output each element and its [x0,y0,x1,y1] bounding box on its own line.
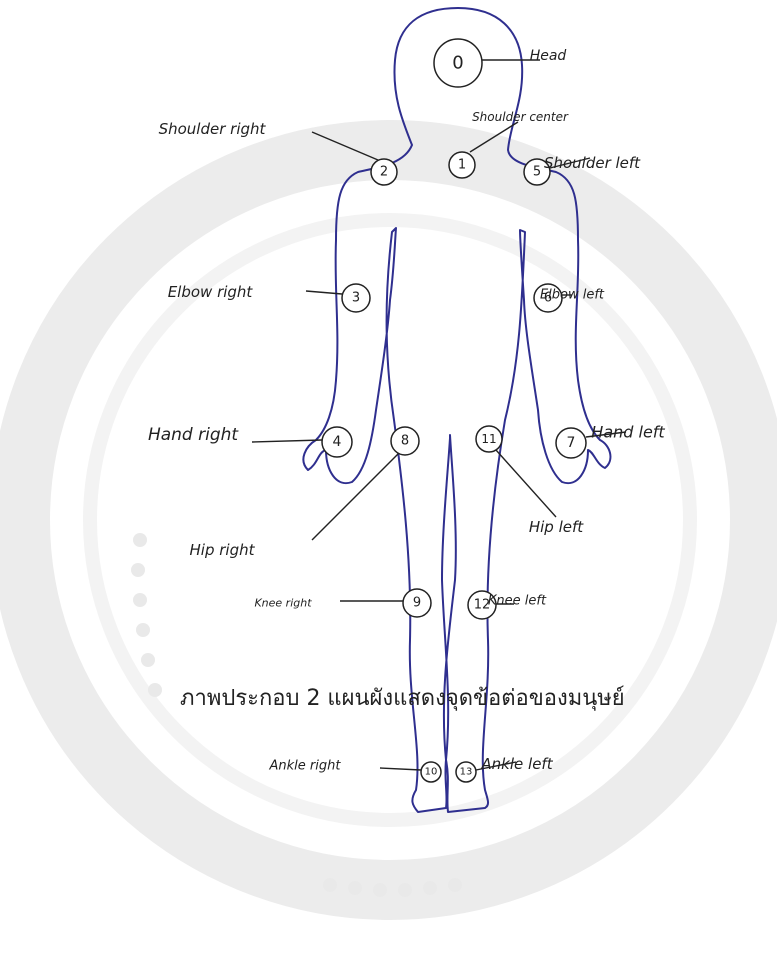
joint-number: 13 [460,767,473,778]
joint-number: 9 [413,596,421,611]
joint-label: Knee right [254,597,312,610]
joint-number: 11 [481,432,496,446]
leader-line-hand-right [252,440,322,442]
joint-number: 2 [380,165,388,180]
joint-label: Elbow left [540,288,605,303]
figure-caption: ภาพประกอบ 2 แผนผังแสดงจุดข้อต่อของมนุษย์ [180,680,777,715]
joint-label: Hand left [591,423,665,442]
joint-label: Shoulder center [472,110,569,124]
joint-shoulder-right: 2 Shoulder right [159,120,397,185]
joint-elbow-right: 3 Elbow right [168,283,370,312]
joint-number: 5 [533,165,541,180]
joint-label: Hip left [529,518,584,536]
leader-line-hip-right [312,454,398,540]
joint-number: 10 [425,767,438,778]
joint-label: Ankle left [480,755,553,773]
joint-label: Shoulder right [159,120,267,138]
joint-number: 1 [458,158,466,173]
joint-number: 3 [352,291,360,306]
joint-head: 0 Head [434,39,566,87]
joint-knee-right: 9 Knee right [254,589,431,617]
joint-number: 7 [567,435,576,451]
leader-line-ankle-right [380,768,421,770]
leader-line-shoulder-right [312,132,378,160]
joint-number: 8 [401,434,409,449]
joint-ankle-left: 13 Ankle left [456,755,554,782]
joint-ankle-right: 10 Ankle right [269,759,441,783]
joint-number: 4 [333,434,342,450]
joint-number: 0 [452,53,463,74]
joint-label: Knee left [488,594,547,609]
joint-label: Hip right [190,541,256,559]
joint-label: Ankle right [269,759,342,774]
joint-label: Hand right [148,425,239,445]
joint-label: Shoulder left [544,154,641,172]
joint-markers: 0 Head 1 Shoulder center 2 Shoulder right 3 Elb… [148,39,665,782]
joint-label: Head [530,48,567,64]
joint-label: Elbow right [168,283,254,301]
